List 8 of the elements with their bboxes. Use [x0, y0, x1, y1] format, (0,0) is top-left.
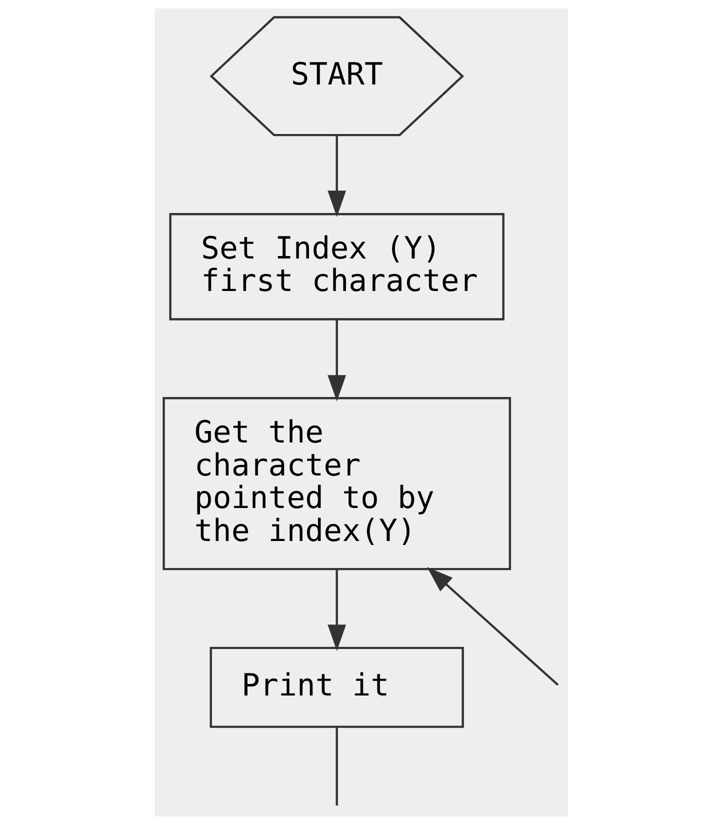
node-box: Print it — [210, 646, 464, 728]
arrow — [328, 320, 346, 402]
arrow — [328, 135, 346, 217]
node-box: Set Index (Y) first character — [169, 213, 504, 320]
arrow — [426, 566, 559, 686]
connector — [336, 726, 338, 806]
node-box: Get the character pointed to by the index(Y) — [162, 397, 512, 570]
arrow — [328, 569, 346, 651]
